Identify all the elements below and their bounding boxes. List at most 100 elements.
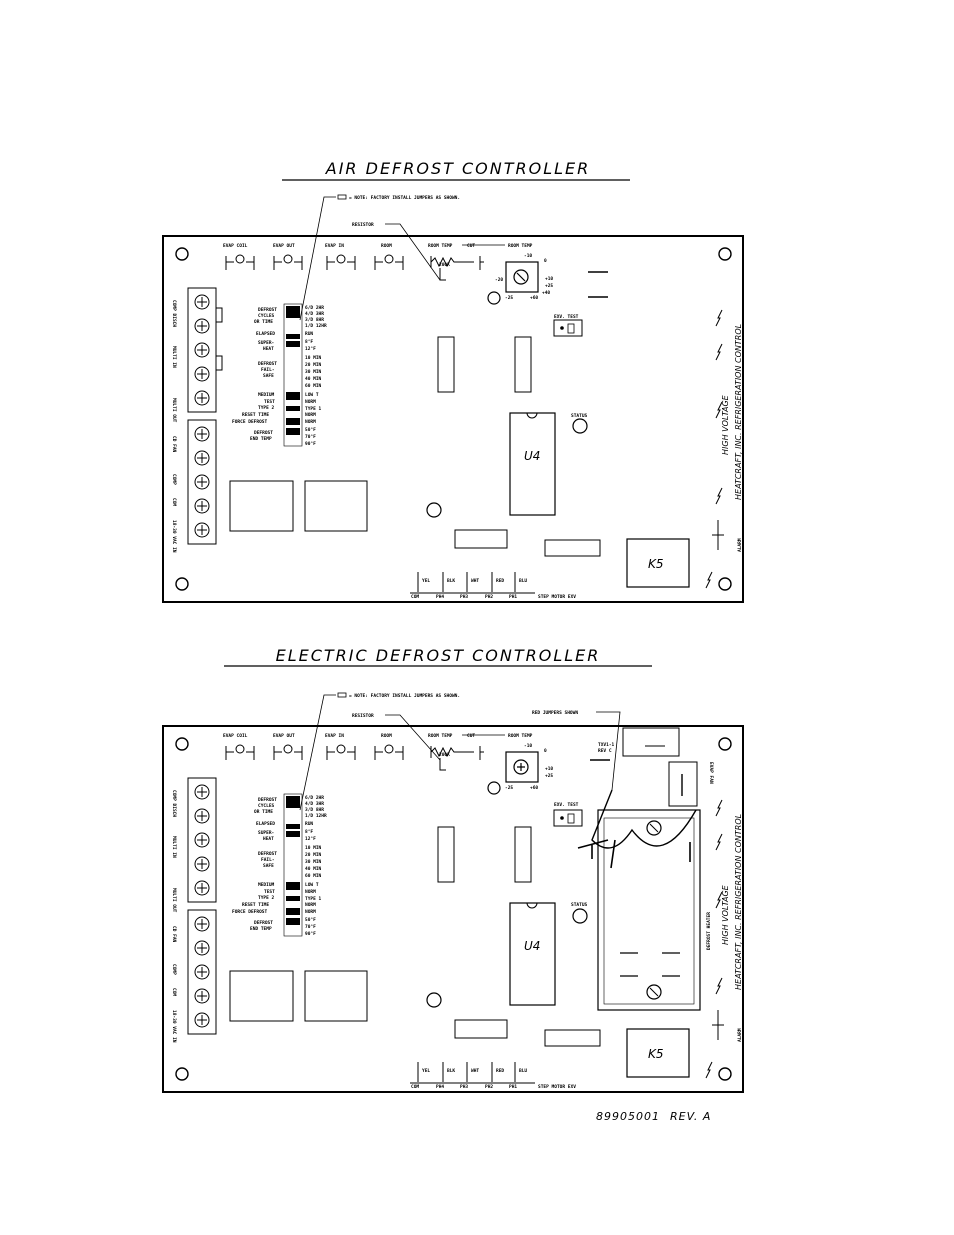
svg-text:EVAP IN: EVAP IN [325,733,344,739]
svg-text:LOW T: LOW T [305,882,319,888]
svg-text:FORCE DEFROST: FORCE DEFROST [232,419,268,425]
u4-label: U4 [524,449,540,463]
svg-text:+25: +25 [545,283,553,289]
svg-text:ROOM TEMP: ROOM TEMP [428,733,453,739]
jumper-field: DEFROST CYCLES OR TIME 6/D 2HR 4/D 3HR 3… [232,793,327,937]
svg-text:FORCE DEFROST: FORCE DEFROST [232,909,268,915]
pot: -10 0 +10 +25 -25 +60 [487,743,553,795]
svg-text:LOW T: LOW T [305,392,319,398]
svg-text:NORM: NORM [305,909,316,915]
svg-text:TYPE 1: TYPE 1 [305,896,322,902]
revision-label: REV. A [670,1110,711,1123]
svg-text:+25: +25 [545,773,553,779]
svg-text:DEFROST: DEFROST [258,851,277,857]
svg-text:8°F: 8°F [305,829,313,835]
defrost-heater-box [597,809,701,1011]
pot: -10 0 -20 +10 +25 -25 +40 +60 [487,253,553,305]
svg-text:DEFROST: DEFROST [258,361,277,367]
svg-text:BLK: BLK [447,578,455,584]
svg-text:MULTI OUT: MULTI OUT [171,888,177,913]
svg-text:RESET TIME: RESET TIME [242,412,269,418]
svg-text:70°F: 70°F [305,924,316,930]
red-jumpers-label: RED JUMPERS SHOWN [532,710,578,716]
svg-text:K5: K5 [648,1047,664,1061]
svg-text:40 MIN: 40 MIN [305,866,322,872]
svg-text:COM: COM [171,498,177,506]
evap-fan-label: EVAP FAN [708,762,714,784]
svg-text:SUPER-: SUPER- [258,340,275,346]
svg-text:4/D 3HR: 4/D 3HR [305,801,324,807]
svg-text:STEP MOTOR EXV: STEP MOTOR EXV [538,1084,576,1090]
svg-text:0: 0 [544,748,547,754]
svg-text:-25: -25 [505,785,513,791]
svg-text:-10: -10 [524,253,532,259]
svg-text:40 MIN: 40 MIN [305,376,322,382]
svg-text:EVAP OUT: EVAP OUT [273,733,295,739]
svg-text:DEFROST: DEFROST [254,430,273,436]
svg-text:CD FAN: CD FAN [171,926,177,943]
svg-text:CYCLES: CYCLES [258,803,275,809]
k5-relay [626,1028,690,1078]
svg-text:ELAPSED: ELAPSED [256,331,275,337]
svg-text:TEST: TEST [264,399,275,405]
step-motor-label: STEP MOTOR EXV [538,594,576,600]
svg-text:NORM: NORM [305,412,316,418]
svg-text:NORM: NORM [305,902,316,908]
svg-text:-25: -25 [505,295,513,301]
svg-text:COMP DISCH: COMP DISCH [171,300,177,327]
terminal-block-top [187,287,223,413]
svg-text:RED: RED [496,1068,504,1074]
circuit-board [162,235,744,603]
u4-chip [509,412,556,516]
svg-text:10 MIN: 10 MIN [305,845,322,851]
svg-text:FAIL-: FAIL- [261,857,275,863]
k5-label: K5 [648,557,664,571]
svg-text:NORM: NORM [305,399,316,405]
svg-text:PH2: PH2 [485,1084,493,1090]
svg-text:PH3: PH3 [460,594,468,600]
svg-text:DEFROST: DEFROST [258,307,277,313]
svg-text:RUN: RUN [305,331,313,337]
svg-text:HEAT: HEAT [263,836,274,842]
svg-text:1/D 12HR: 1/D 12HR [305,813,327,819]
svg-text:TYPE 2: TYPE 2 [258,895,275,901]
svg-text:60 MIN: 60 MIN [305,873,322,879]
svg-text:COM: COM [171,988,177,996]
svg-text:CD FAN: CD FAN [171,436,177,453]
svg-text:COMP DISCH: COMP DISCH [171,790,177,817]
svg-text:PH3: PH3 [460,1084,468,1090]
svg-text:MULTI IN: MULTI IN [171,346,177,368]
svg-text:ALARM: ALARM [737,1028,743,1042]
svg-text:50°F: 50°F [305,917,316,923]
svg-text:12°F: 12°F [305,836,316,842]
svg-text:OR TIME: OR TIME [254,809,273,815]
diagram-title: ELECTRIC DEFROST CONTROLLER [276,646,601,665]
svg-text:YEL: YEL [422,578,430,584]
svg-text:10 MIN: 10 MIN [305,355,322,361]
svg-text:RUN: RUN [305,821,313,827]
svg-text:BLK: BLK [447,1068,455,1074]
svg-text:RESET TIME: RESET TIME [242,902,269,908]
terminal-block-bottom [187,419,217,545]
svg-text:+60: +60 [530,295,538,301]
svg-text:COM: COM [411,1084,419,1090]
jumper-field: DEFROST CYCLES OR TIME 6/D 2HR 4/D 3HR 3… [232,303,327,447]
svg-text:NORM: NORM [305,889,316,895]
jumper-note: = NOTE: FACTORY INSTALL JUMPERS AS SHOWN… [349,693,460,699]
svg-text:TEST: TEST [264,889,275,895]
k5-relay [626,538,690,588]
svg-text:3/D 8HR: 3/D 8HR [305,317,324,323]
circuit-board [162,725,744,1093]
svg-text:18-30 VAC IN: 18-30 VAC IN [171,1010,177,1043]
svg-text:PH4: PH4 [436,594,444,600]
sensor-label: ROOM [381,243,392,249]
svg-text:BLU: BLU [519,578,527,584]
svg-text:COMP: COMP [171,474,177,485]
svg-text:PH1: PH1 [509,1084,517,1090]
svg-text:6/D 2HR: 6/D 2HR [305,795,324,801]
txv-label: TXV1-1 [598,742,615,748]
svg-text:20 MIN: 20 MIN [305,852,322,858]
svg-text:SUPER-: SUPER- [258,830,275,836]
resistor-label: RESISTOR [352,713,374,719]
